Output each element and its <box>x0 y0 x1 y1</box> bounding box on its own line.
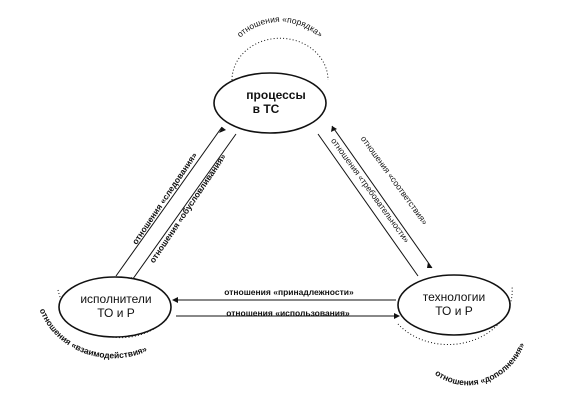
node-processes-line1: процессы <box>246 88 305 102</box>
node-technologies: технологии ТО и Р <box>397 274 511 336</box>
node-technologies-line2: ТО и Р <box>435 304 473 318</box>
label-complement: отношения «дополнения» <box>433 341 526 388</box>
node-executors-line2: ТО и Р <box>97 306 135 320</box>
node-processes: процессы в ТС <box>213 72 327 134</box>
node-technologies-line1: технологии <box>423 290 485 304</box>
edge-executors-technologies <box>172 297 400 319</box>
label-order: отношения «порядка» <box>235 14 325 39</box>
loop-order <box>231 37 329 81</box>
edge-processes-executors <box>115 126 237 284</box>
node-executors: исполнители ТО и Р <box>58 276 172 338</box>
edge-processes-technologies <box>317 125 433 277</box>
label-belonging: отношения «принадлежности» <box>224 287 354 297</box>
node-processes-line2: в ТС <box>253 102 280 116</box>
node-executors-line1: исполнители <box>80 292 151 306</box>
label-usage: отношения «использования» <box>226 308 350 318</box>
